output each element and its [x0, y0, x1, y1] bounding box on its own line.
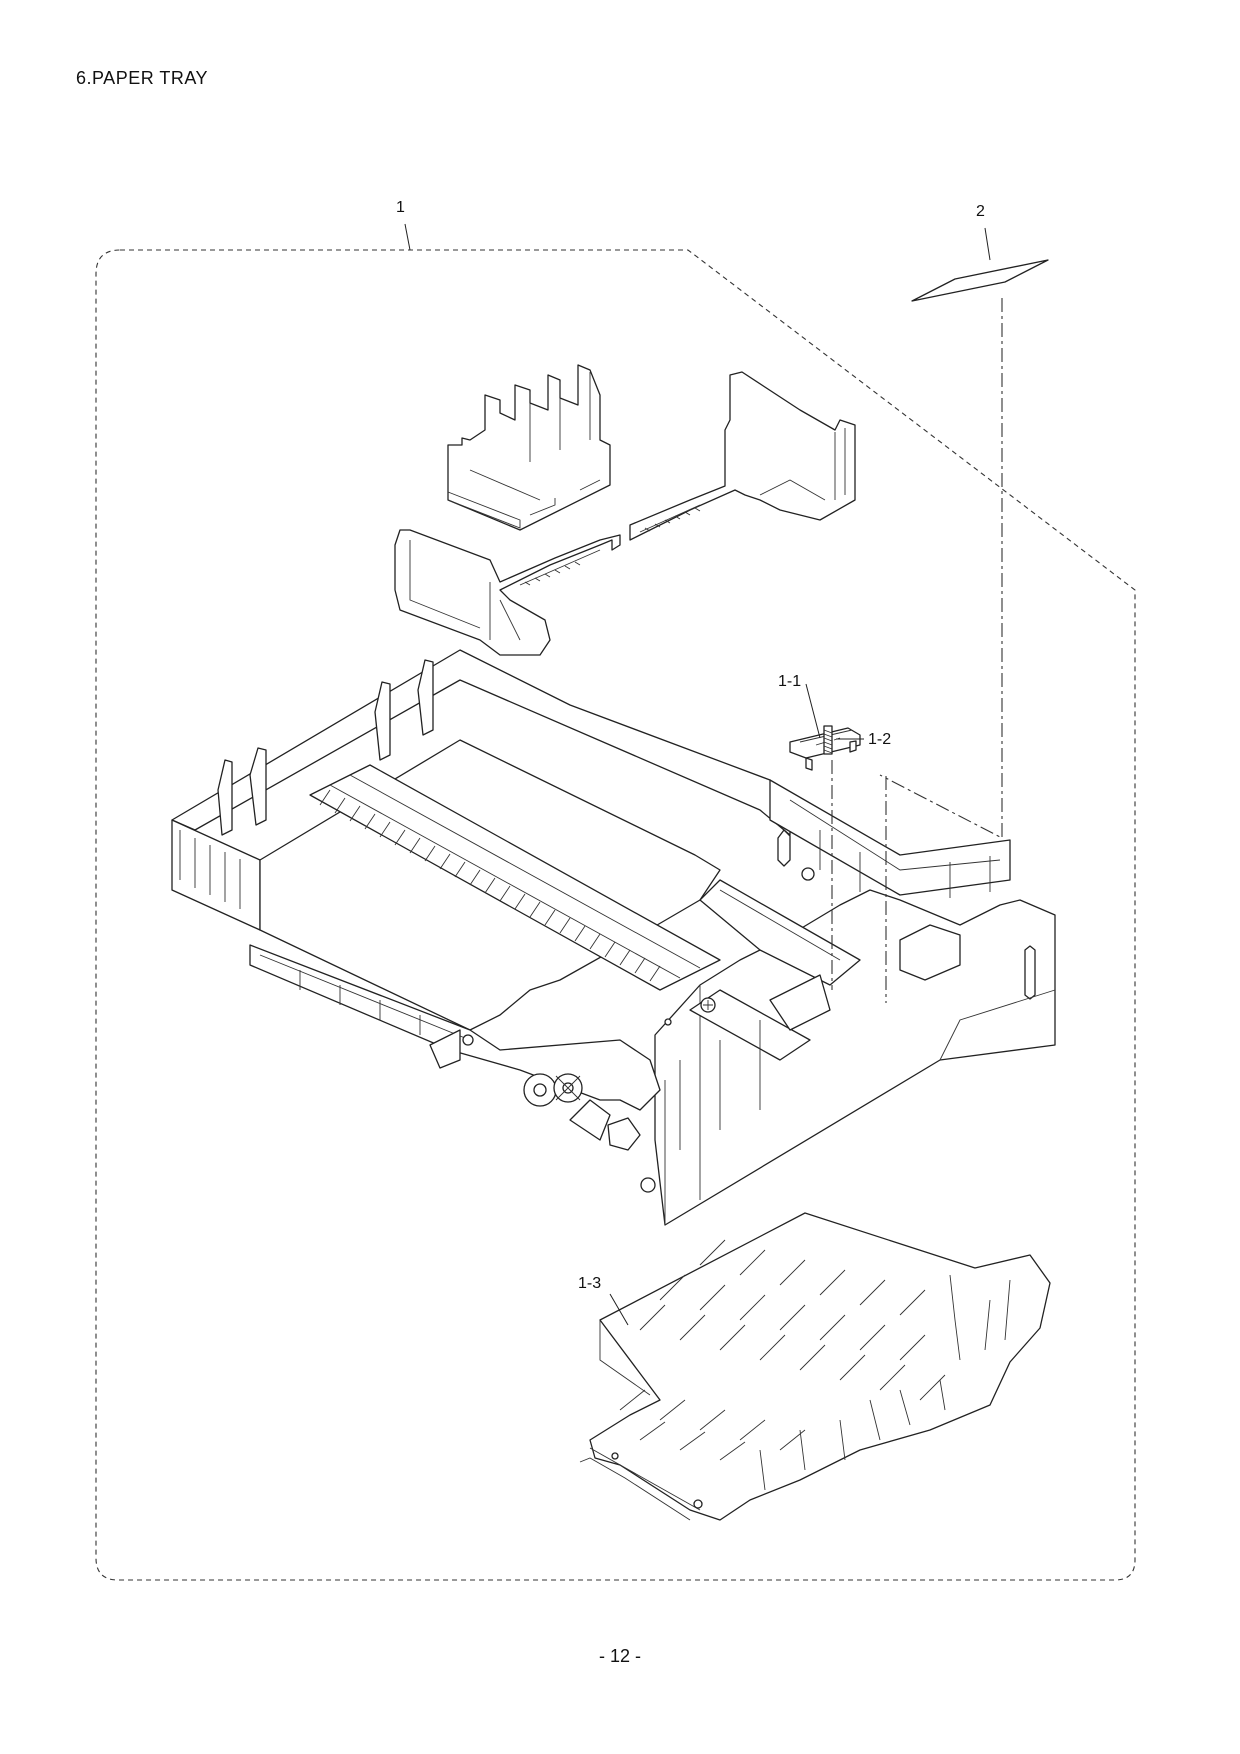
- callout-1-1: 1-1: [778, 673, 801, 690]
- part-side-guide: [447, 364, 611, 531]
- section-title: 6.PAPER TRAY: [76, 68, 209, 88]
- leader-1: [404, 223, 411, 251]
- tray-gears: [523, 1073, 656, 1193]
- leader-1-3: [609, 1293, 629, 1326]
- callout-2: 2: [976, 203, 985, 220]
- part-1-tray-body: [171, 649, 1056, 1226]
- part-rear-guide: [629, 371, 856, 541]
- part-1-2-spring: [823, 725, 833, 755]
- callout-1-3: 1-3: [578, 1275, 601, 1292]
- friction-strip-teeth: [319, 789, 661, 982]
- leader-1-1: [805, 683, 821, 739]
- part-front-guide: [394, 529, 621, 656]
- callout-1-2: 1-2: [868, 731, 891, 748]
- leader-2: [984, 227, 991, 261]
- part-2-label-sheet: [911, 259, 1049, 302]
- part-1-3-lift-plate: [579, 1212, 1051, 1521]
- assembly-boundary: [95, 249, 1136, 1581]
- alignment-line-part-2: [879, 298, 1003, 839]
- lift-plate-ribs: [619, 1239, 946, 1461]
- callout-1: 1: [396, 199, 405, 216]
- page-number: - 12 -: [598, 1646, 641, 1666]
